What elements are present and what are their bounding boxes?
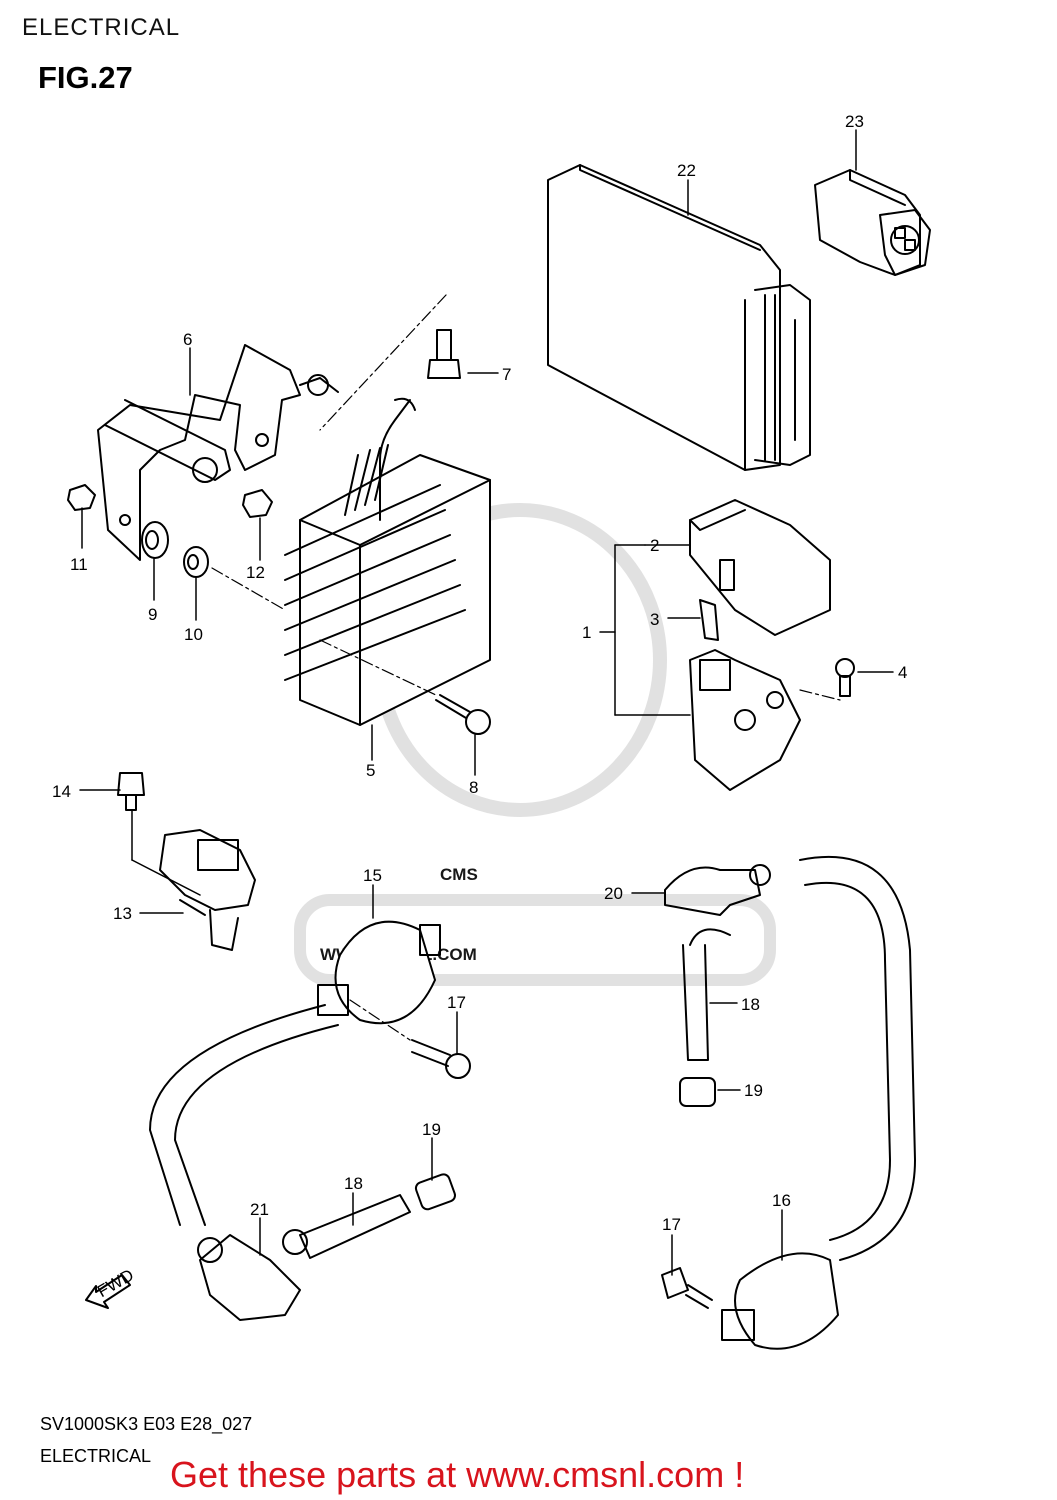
part-label: 11 (70, 555, 88, 574)
assembly-lines (211, 294, 841, 1041)
part-label: 8 (469, 778, 478, 797)
bolt-17b (661, 1267, 713, 1309)
bracket (97, 344, 339, 561)
ignition-coil-16 (721, 1252, 839, 1350)
bolt-8 (435, 694, 491, 735)
ignition-coil-15 (317, 920, 441, 1025)
part-label: 19 (744, 1081, 763, 1100)
part-label: 15 (363, 866, 382, 885)
ecm-unit (547, 164, 811, 471)
part-label: 22 (677, 161, 696, 180)
part-label: 1 (582, 623, 591, 642)
watermark-brand: CMS (440, 865, 478, 884)
part-label: 10 (184, 625, 203, 644)
nut-12 (242, 489, 273, 518)
part-label: 23 (845, 112, 864, 131)
part-label: 20 (604, 884, 623, 903)
plug-cap-19b (414, 1173, 457, 1211)
part-label: 2 (650, 536, 659, 555)
bolt-7 (427, 329, 461, 379)
starter-relay-cover (689, 499, 831, 636)
relay-unit (814, 169, 931, 276)
part-label: 17 (662, 1215, 681, 1234)
part-label: 18 (741, 995, 760, 1014)
part-label: 6 (183, 330, 192, 349)
part-label: 18 (344, 1174, 363, 1193)
hv-cable-front (149, 1004, 339, 1226)
spark-plug-tube-18b (282, 1194, 411, 1259)
part-label: 4 (898, 663, 907, 682)
part-label: 3 (650, 610, 659, 629)
fuse (699, 599, 719, 641)
part-label: 16 (772, 1191, 791, 1210)
grommet-9 (141, 521, 169, 559)
sensor-13 (159, 829, 256, 951)
part-label: 5 (366, 761, 375, 780)
leader-lines (79, 129, 894, 1276)
screw-4 (835, 658, 855, 697)
cta-link[interactable]: Get these parts at www.cmsnl.com ! (170, 1454, 745, 1495)
figure-title: FIG.27 (38, 60, 133, 95)
spark-plug-tube-18a (682, 928, 731, 1061)
plug-cap-21 (197, 1234, 301, 1321)
starter-relay (689, 649, 801, 791)
part-label: 12 (246, 563, 265, 582)
collar-10 (183, 546, 209, 578)
part-label: 14 (52, 782, 71, 801)
fwd-label: FWD (94, 1265, 137, 1301)
plug-cap-19a (679, 1077, 716, 1107)
part-label: 9 (148, 605, 157, 624)
bolt-17a (411, 1039, 471, 1079)
model-code: SV1000SK3 E03 E28_027 (40, 1414, 253, 1434)
bolt-14 (117, 772, 145, 811)
fwd-direction-arrow (85, 1274, 131, 1309)
footer-title: ELECTRICAL (40, 1446, 152, 1466)
part-label: 17 (447, 993, 466, 1012)
regulator-rectifier (284, 397, 491, 726)
part-label: 19 (422, 1120, 441, 1139)
hv-cable-rear (799, 855, 916, 1261)
section-header: ELECTRICAL (22, 14, 181, 41)
part-label: 21 (250, 1200, 269, 1219)
plug-cap-20 (664, 864, 771, 916)
nut-11 (67, 484, 96, 511)
part-label: 7 (502, 365, 511, 384)
part-label: 13 (113, 904, 132, 923)
